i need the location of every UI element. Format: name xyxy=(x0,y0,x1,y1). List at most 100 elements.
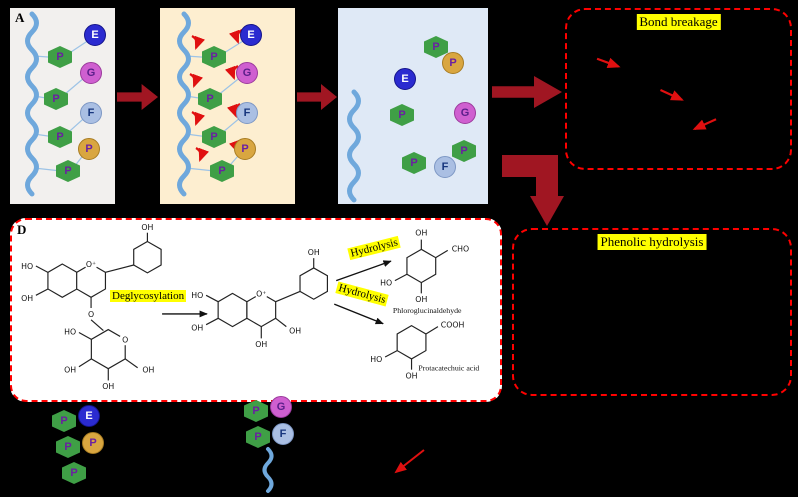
e-circle: E xyxy=(84,24,106,46)
p-hexagon: P xyxy=(424,36,448,58)
p-circle: P xyxy=(234,138,256,160)
g-letter: G xyxy=(276,401,286,413)
ho-label: HO xyxy=(191,291,203,300)
f-circle: F xyxy=(272,423,294,445)
f-circle: F xyxy=(80,102,102,124)
g-circle: G xyxy=(270,396,292,418)
p-letter: P xyxy=(64,441,72,453)
p-hexagon: P xyxy=(56,436,80,458)
f-circle: F xyxy=(434,156,456,178)
ho-label: HO xyxy=(370,355,382,364)
ho-label: HO xyxy=(64,327,76,336)
oh-label: OH xyxy=(308,248,320,257)
p-hexagon: P xyxy=(48,46,72,68)
oh-label: OH xyxy=(255,340,267,349)
break-arrow-icon xyxy=(660,88,684,101)
g-circle: G xyxy=(454,102,476,124)
polysaccharide-chain xyxy=(25,11,39,197)
breakage-bolt-icon xyxy=(191,111,206,127)
oh-label: OH xyxy=(289,326,301,335)
breakage-bolt-icon xyxy=(195,147,210,163)
product-bottom-name: Protacatechuic acid xyxy=(418,364,479,373)
e-circle: E xyxy=(394,68,416,90)
p-hexagon: P xyxy=(210,160,234,182)
p-letter: P xyxy=(449,57,457,69)
oh-label: OH xyxy=(191,324,203,333)
g-circle: G xyxy=(236,62,258,84)
product-top-name: Phloroglucinaldehyde xyxy=(393,306,462,315)
hydrolysis-top-arrow xyxy=(335,260,392,282)
p-letter: P xyxy=(70,467,78,479)
g-circle: G xyxy=(80,62,102,84)
p-hexagon: P xyxy=(452,140,476,162)
elbow-arrowhead xyxy=(530,196,564,226)
cooh-label: COOH xyxy=(441,321,465,330)
p-hexagon: P xyxy=(202,46,226,68)
e-letter: E xyxy=(401,73,409,85)
p-letter: P xyxy=(52,93,60,105)
deglycosylation-label: Deglycosylation xyxy=(110,290,187,302)
p-letter: P xyxy=(64,165,72,177)
f-letter: F xyxy=(441,161,449,173)
p-circle: P xyxy=(82,432,104,454)
p-letter: P xyxy=(210,131,218,143)
protocatechuic-acid-structure: COOH HO OH Protacatechuic acid xyxy=(370,321,479,381)
oh-label: OH xyxy=(406,371,418,380)
p-hexagon: P xyxy=(390,104,414,126)
bond-breakage-title: Bond breakage xyxy=(636,14,721,30)
p-hexagon: P xyxy=(244,400,268,422)
process-arrow-1 xyxy=(117,84,158,110)
f-circle: F xyxy=(236,102,258,124)
o-label: O xyxy=(122,335,128,344)
p-hexagon: P xyxy=(402,152,426,174)
oh-label: OH xyxy=(415,229,427,238)
panel-released-state: P P P P E P G F xyxy=(338,8,488,204)
elbow-arrow xyxy=(502,155,558,198)
panel-breaking-state: P P P P E G F P xyxy=(160,8,295,204)
oh-label: OH xyxy=(142,366,154,375)
p-letter: P xyxy=(56,131,64,143)
phenolic-hydrolysis-panel: Phenolic hydrolysis xyxy=(512,228,792,396)
f-letter: F xyxy=(87,107,95,119)
process-arrow-3 xyxy=(492,76,562,108)
e-letter: E xyxy=(247,29,255,41)
oh-label: OH xyxy=(415,295,427,304)
p-letter: P xyxy=(398,109,406,121)
anthocyanin-glycoside-structure: OH HO OH O⁺ O O HO OH OH xyxy=(21,223,162,391)
cho-label: CHO xyxy=(452,244,469,253)
p-letter: P xyxy=(60,415,68,427)
g-letter: G xyxy=(460,107,470,119)
p-letter: P xyxy=(56,51,64,63)
anthocyanidin-structure: O⁺ HO OH OH OH OH xyxy=(191,248,328,349)
bond-breakage-panel: Bond breakage xyxy=(565,8,792,170)
ho-label: HO xyxy=(380,279,392,288)
oh-label: OH xyxy=(102,382,114,391)
p-hexagon: P xyxy=(48,126,72,148)
p-hexagon: P xyxy=(52,410,76,432)
polysaccharide-chain xyxy=(177,11,191,197)
p-hexagon: P xyxy=(56,160,80,182)
p-circle: P xyxy=(442,52,464,74)
o-label: O xyxy=(88,310,94,319)
phenolic-hydrolysis-title: Phenolic hydrolysis xyxy=(597,234,707,250)
p-letter: P xyxy=(252,405,260,417)
g-letter: G xyxy=(86,67,96,79)
break-arrow-icon xyxy=(692,118,717,130)
panel-d-chemistry: D OH HO OH O⁺ O xyxy=(10,218,502,402)
panel-a-label: A xyxy=(15,10,25,25)
break-arrow-icon xyxy=(596,57,621,68)
p-letter: P xyxy=(85,143,93,155)
panel3-graphic xyxy=(347,89,361,203)
f-letter: F xyxy=(279,428,287,440)
oh-label: OH xyxy=(21,294,33,303)
breakage-bolt-icon xyxy=(189,73,204,89)
p-hexagon: P xyxy=(44,88,68,110)
e-letter: E xyxy=(91,29,99,41)
free-chain-fragment xyxy=(262,447,274,493)
polysaccharide-chain xyxy=(347,89,361,203)
oh-label: OH xyxy=(64,366,76,375)
e-circle: E xyxy=(78,405,100,427)
panel-d-label: D xyxy=(17,222,27,237)
f-letter: F xyxy=(243,107,251,119)
p-hexagon: P xyxy=(198,88,222,110)
